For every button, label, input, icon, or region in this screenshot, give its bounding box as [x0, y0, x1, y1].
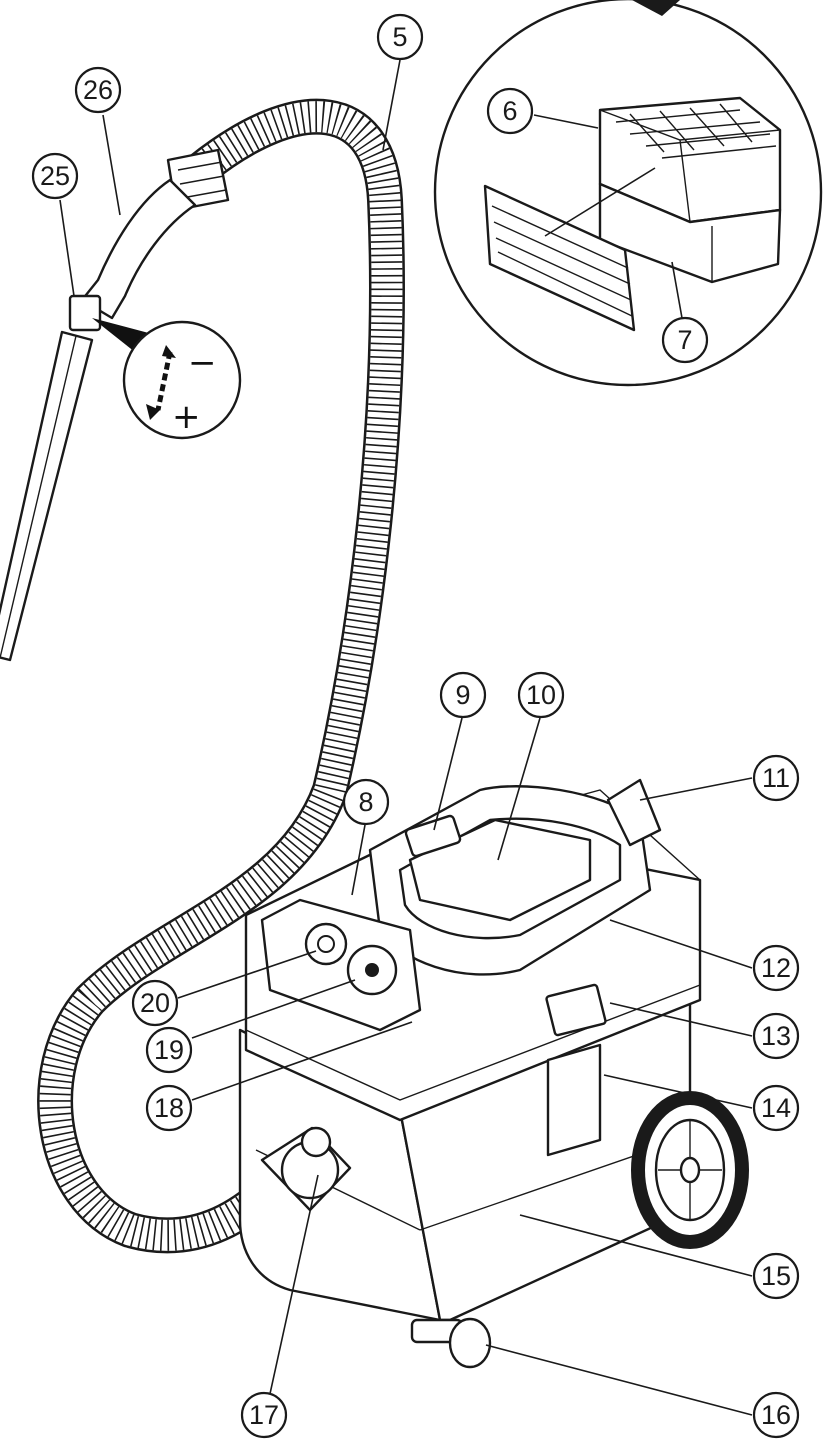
callout-8-label: 8 [358, 787, 373, 817]
container-latch [546, 1043, 602, 1157]
suction-control-indicator: − + [92, 318, 242, 440]
filter-cover-grille [483, 184, 636, 332]
callout-20: 20 [131, 979, 179, 1027]
callout-26-label: 26 [83, 75, 113, 105]
callout-11-label: 11 [762, 763, 790, 793]
callout-19-label: 19 [154, 1035, 184, 1065]
suction-wand [0, 330, 94, 662]
callout-20-label: 20 [140, 988, 170, 1018]
callout-11: 11 [752, 754, 800, 802]
hose-handle [68, 148, 230, 332]
vacuum-body [238, 778, 749, 1369]
callout-5: 5 [376, 13, 424, 61]
callout-5-label: 5 [392, 22, 407, 52]
callout-12-label: 12 [761, 953, 791, 983]
callout-13: 13 [752, 1012, 800, 1060]
callout-14: 14 [752, 1084, 800, 1132]
filter-detail-inset [433, 0, 823, 387]
callout-6: 6 [486, 87, 534, 135]
callout-25: 25 [31, 152, 79, 200]
callout-16-label: 16 [761, 1400, 791, 1430]
battery-pack [408, 818, 592, 922]
callout-10-label: 10 [526, 680, 556, 710]
callout-18: 18 [145, 1084, 193, 1132]
callout-9-label: 9 [455, 680, 470, 710]
callout-17-label: 17 [249, 1400, 279, 1430]
callout-17: 17 [240, 1391, 288, 1439]
hose-holder [606, 778, 662, 847]
callout-18-label: 18 [154, 1093, 184, 1123]
leader-lines [59, 59, 753, 1416]
callout-13-label: 13 [761, 1021, 791, 1051]
minus-sign: − [188, 343, 217, 383]
callout-7-label: 7 [677, 325, 692, 355]
callout-16: 16 [752, 1391, 800, 1439]
callout-26: 26 [74, 66, 122, 114]
plus-sign: + [172, 397, 201, 437]
callout-10: 10 [517, 671, 565, 719]
callout-9: 9 [439, 671, 487, 719]
rear-wheel [631, 1091, 749, 1249]
caster-wheel [410, 1317, 492, 1369]
callout-6-label: 6 [502, 96, 517, 126]
suction-hose [37, 98, 405, 1254]
callout-15: 15 [752, 1252, 800, 1300]
callout-14-label: 14 [761, 1093, 791, 1123]
callout-12: 12 [752, 944, 800, 992]
type-plate [545, 983, 607, 1037]
callout-25-label: 25 [40, 161, 70, 191]
callout-8: 8 [342, 778, 390, 826]
battery-release-button [404, 814, 462, 858]
callout-15-label: 15 [761, 1261, 791, 1291]
callout-7: 7 [661, 316, 709, 364]
callout-19: 19 [145, 1026, 193, 1074]
power-switch [304, 922, 348, 966]
control-panel [260, 898, 422, 1032]
